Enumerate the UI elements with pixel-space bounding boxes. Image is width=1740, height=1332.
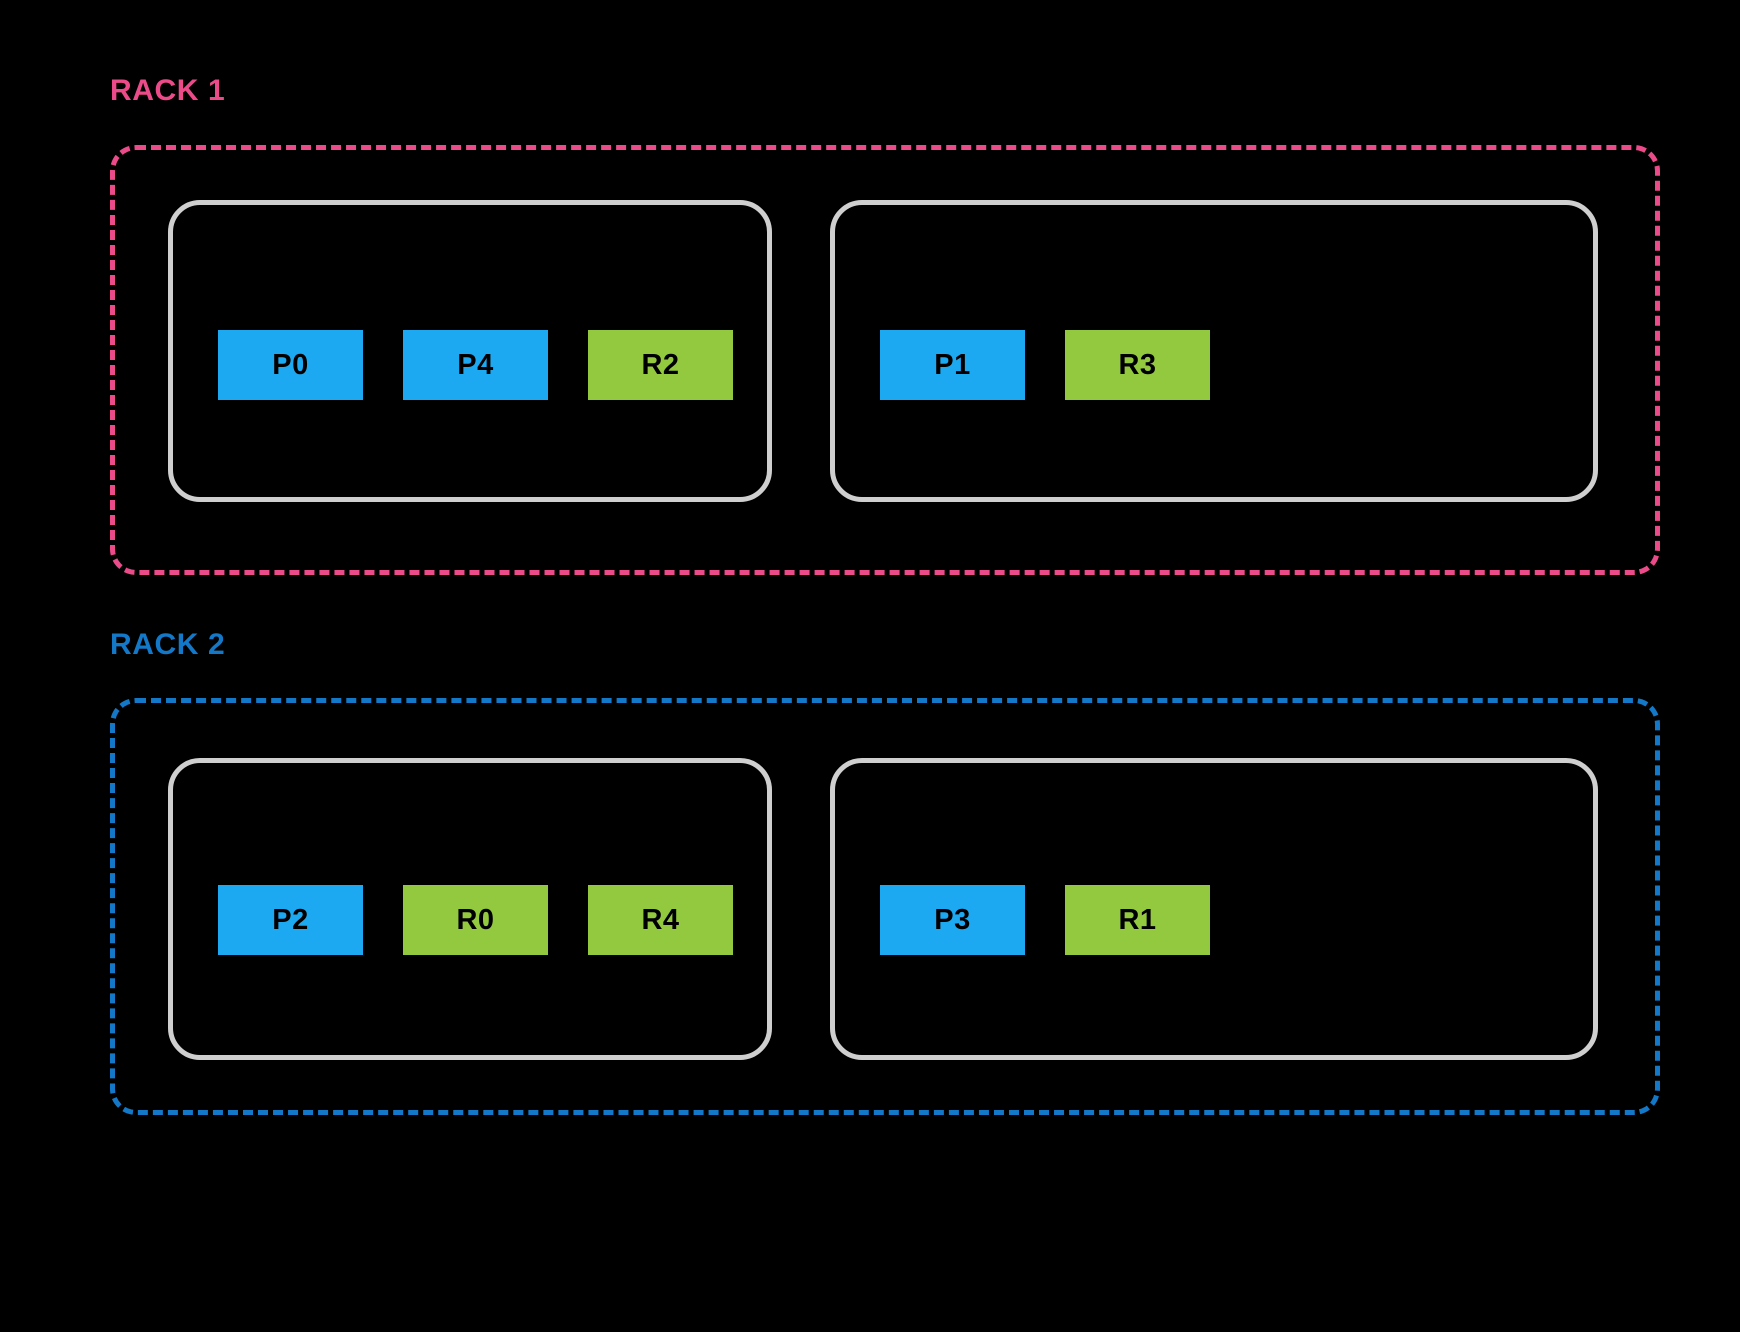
chip-r3[interactable]: R3 <box>1065 330 1210 400</box>
broker-box-3 <box>168 758 772 1060</box>
chip-p3[interactable]: P3 <box>880 885 1025 955</box>
broker-4-chip-row: P3 R1 <box>880 885 1210 955</box>
chip-p4[interactable]: P4 <box>403 330 548 400</box>
rack-label-1: RACK 1 <box>110 74 226 107</box>
broker-box-4 <box>830 758 1598 1060</box>
chip-r1[interactable]: R1 <box>1065 885 1210 955</box>
broker-3-chip-row: P2 R0 R4 <box>218 885 733 955</box>
chip-p2[interactable]: P2 <box>218 885 363 955</box>
broker-2-chip-row: P1 R3 <box>880 330 1210 400</box>
chip-p0[interactable]: P0 <box>218 330 363 400</box>
chip-p1[interactable]: P1 <box>880 330 1025 400</box>
broker-box-2 <box>830 200 1598 502</box>
broker-box-1 <box>168 200 772 502</box>
broker-1-chip-row: P0 P4 R2 <box>218 330 733 400</box>
chip-r4[interactable]: R4 <box>588 885 733 955</box>
chip-r2[interactable]: R2 <box>588 330 733 400</box>
rack-boundary-2 <box>110 698 1660 1115</box>
rack-label-2: RACK 2 <box>110 628 226 661</box>
chip-r0[interactable]: R0 <box>403 885 548 955</box>
rack-boundary-1 <box>110 145 1660 575</box>
